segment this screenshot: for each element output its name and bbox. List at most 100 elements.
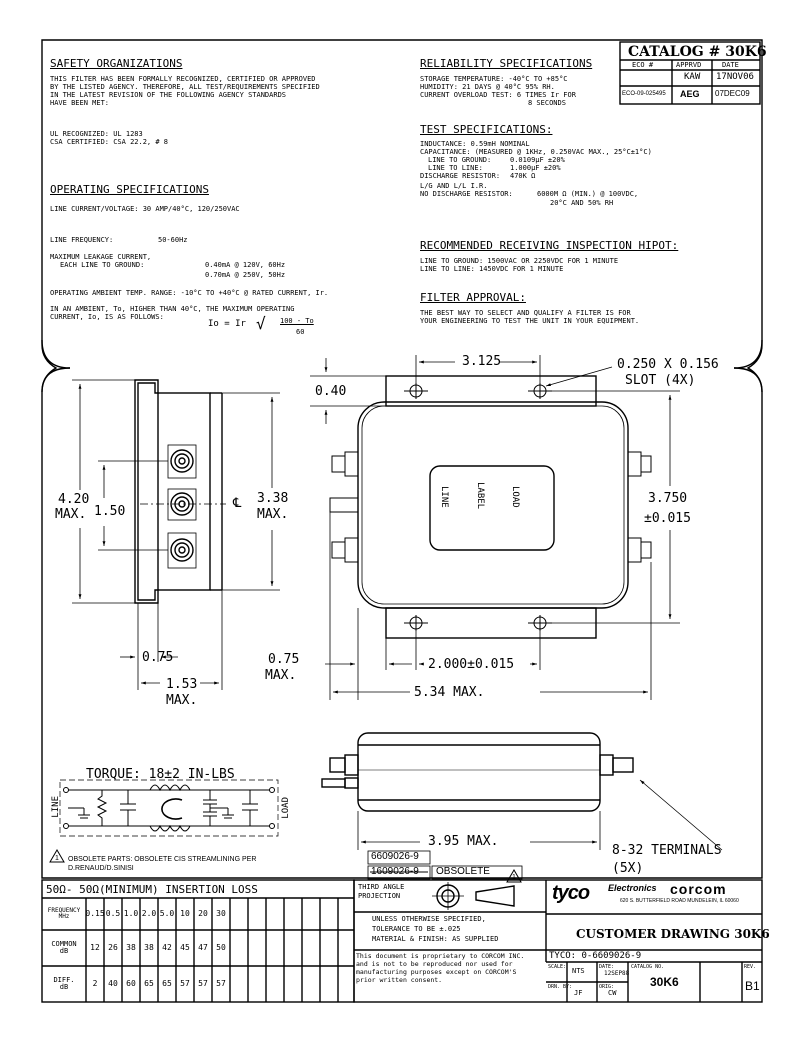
terminals-qty: (5X) [612,861,644,876]
inductance: INDUCTANCE: 0.59mH NOMINAL [420,140,530,148]
dim-153: 1.53 [166,677,198,692]
insertion-loss-cell-common: 47 [198,943,208,952]
safety-line: HAVE BEEN MET: [50,99,110,107]
dim-075-side: 0.75 [142,650,174,665]
schematic-load: LOAD [281,797,291,819]
insertion-loss-cell-common [284,930,302,966]
row-label-text: FREQUENCY [47,907,81,914]
insertion-loss-cell-common: 26 [108,943,118,952]
insertion-loss-cell-freq: 30 [216,909,226,918]
line-frequency-value: 50-60Hz [158,236,188,244]
catalog-header-apprvd: APPRVD [676,61,702,69]
dim-075-top: 0.75 [268,652,300,667]
discharge-resistor-value: 470K Ω [510,172,536,180]
insertion-loss-cell-freq: 2.0 [141,909,157,918]
scale-value: NTS [572,967,585,975]
hipot-line: LINE TO LINE: 1450VDC FOR 1 MINUTE [420,265,564,273]
catalog-date-2: 07DEC09 [715,89,750,98]
tyco-electronics: Electronics [608,883,657,893]
dim-3125: 3.125 [462,354,502,369]
safety-heading: SAFETY ORGANIZATIONS [50,57,183,70]
leakage-value: 0.70mA @ 250V, 50Hz [205,271,286,279]
catalog-eco-2: ECO-09-025495 [622,91,666,97]
insertion-loss-cell-common: 12 [90,943,100,952]
catalog-header-eco: ECO # [632,61,654,69]
dim-150: 1.50 [94,504,126,519]
proprietary-note: manufacturing purposes except on CORCOM'… [356,968,517,976]
approval-line: THE BEST WAY TO SELECT AND QUALIFY A FIL… [420,309,631,317]
ir-label: L/G AND L/L I.R. [420,182,488,190]
terminals: 8-32 TERMINALS [612,843,722,858]
date-label: DATE: [599,964,615,970]
derating-note: IN AN AMBIENT, To, HIGHER THAN 40°C, THE… [50,305,295,313]
catalog-date-1: 17NOV06 [716,72,754,82]
insertion-loss-cell-diff: 65 [162,979,172,988]
label-label: LABEL [475,482,485,510]
insertion-loss-cell-freq: 0.15 [85,909,105,918]
insertion-loss-cell-common [230,930,248,966]
obsolete-label: OBSOLETE [436,866,490,877]
insertion-loss-title: 50Ω- 50Ω(MINIMUM) INSERTION LOSS [46,883,258,896]
obsolete-note: D.RENAUD/D.SINISI [68,865,134,872]
ambient-range: OPERATING AMBIENT TEMP. RANGE: -10°C TO … [50,289,329,297]
drawn-by-value: JF [574,989,583,997]
insertion-loss-cell-diff [284,966,302,1002]
insertion-loss-cell-freq [266,898,284,930]
dim-075-top-max: MAX. [265,668,297,683]
insertion-loss-cell-freq: 1.0 [123,909,139,918]
cap-l2g-label: LINE TO GROUND: [428,156,492,164]
triangle-number: 1 [55,855,59,862]
insertion-loss-cell-common [266,930,284,966]
proprietary-note: prior written consent. [356,976,443,984]
dim-420-max: MAX. [55,507,87,522]
insertion-loss-cell-freq: 20 [198,909,208,918]
row-label-common: COMMON dB [42,930,86,966]
tolerance-note: UNLESS OTHERWISE SPECIFIED, [372,915,486,923]
insertion-loss-cell-diff: 57 [216,979,226,988]
insertion-loss-cell-diff: 65 [144,979,154,988]
proprietary-note: This document is proprietary to CORCOM I… [356,952,525,960]
insertion-loss-cell-diff: 60 [126,979,136,988]
third-angle: THIRD ANGLE [358,883,405,891]
agency-csa: CSA CERTIFIED: CSA 22.2, # 8 [50,138,169,146]
insertion-loss-cell-common [248,930,266,966]
row-label-text: DIFF. [53,976,75,984]
capacitance: CAPACITANCE: (MEASURED @ 1KHz, 0.250VAC … [420,148,652,156]
insertion-loss-cell-diff: 57 [180,979,190,988]
part-number-new: 6609026-9 [371,851,419,862]
leakage-label: EACH LINE TO GROUND: [60,261,145,269]
approval-line: YOUR ENGINEERING TO TEST THE UNIT IN YOU… [420,317,640,325]
row-label-frequency: FREQUENCY MHz [42,898,86,930]
dim-338: 3.38 [257,491,289,506]
drawing-title: CUSTOMER DRAWING 30K6 [576,927,770,941]
schematic-line: LINE [51,796,61,818]
hipot-line: LINE TO GROUND: 1500VAC OR 2250VDC FOR 1… [420,257,619,265]
leakage-value: 0.40mA @ 120V, 60Hz [205,261,286,269]
slot-size: 0.250 X 0.156 [617,357,719,372]
reliability-line: HUMIDITY: 21 DAYS @ 40°C 95% RH. [420,83,555,91]
leakage-label: MAXIMUM LEAKAGE CURRENT, [50,253,152,261]
insertion-loss-cell-freq [248,898,266,930]
tolerance-note: MATERIAL & FINISH: AS SUPPLIED [372,935,499,943]
label-line: LINE [439,486,449,508]
formula-lhs: Io = Ir [208,319,246,329]
reliability-heading: RELIABILITY SPECIFICATIONS [420,57,593,70]
line-frequency-label: LINE FREQUENCY: [50,236,114,244]
insertion-loss-cell-freq: 0.5 [105,909,121,918]
insertion-loss-cell-diff [266,966,284,1002]
torque: TORQUE: 18±2 IN-LBS [86,767,235,782]
tolerance-note: TOLERANCE TO BE ±.025 [372,925,461,933]
catalog-approver-2: AEG [680,89,700,99]
obsolete-note: OBSOLETE PARTS: OBSOLETE CIS STREAMLININ… [68,856,257,863]
centerline-icon: ℄ [233,496,242,511]
insertion-loss-cell-freq [284,898,302,930]
insertion-loss-cell-common: 38 [144,943,154,952]
dim-420: 4.20 [58,492,90,507]
date-value: 12SEP88 [604,970,630,977]
cap-l2g-value: 0.0109µF ±20% [510,156,565,164]
discharge-resistor-label: DISCHARGE RESISTOR: [420,172,501,180]
drawn-by-label: DRN. BY: [548,984,573,990]
sqrt-icon: √ [256,314,266,333]
reliability-line: 8 SECONDS [528,99,566,107]
